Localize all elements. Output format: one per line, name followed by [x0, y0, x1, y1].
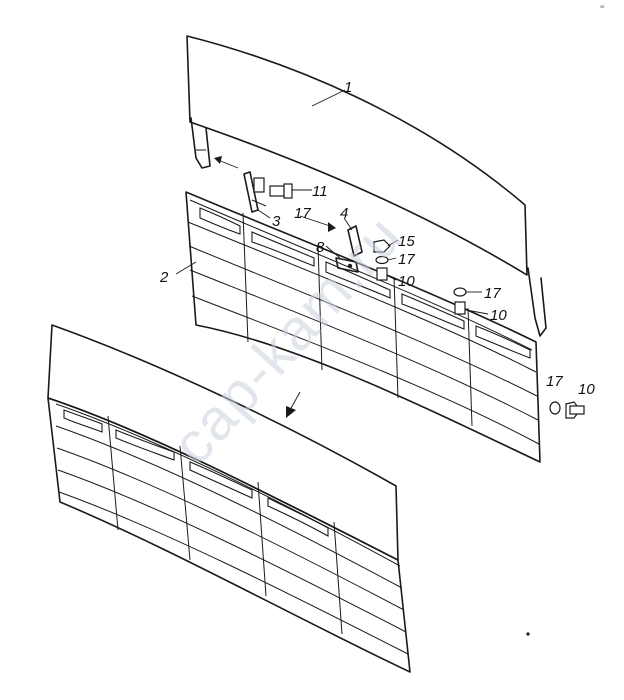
callout-4: 4 [340, 205, 348, 222]
bolt-part-11 [269, 183, 293, 199]
callout-3: 3 [272, 213, 281, 230]
callout-17-far-right: 17 [546, 373, 563, 390]
leader-lines [175, 89, 489, 315]
callout-11: 11 [312, 183, 328, 200]
callout-1: 1 [344, 79, 352, 96]
clip-part-4 [347, 225, 363, 257]
watermark: cap-kam.ru [159, 203, 415, 477]
callout-2: 2 [159, 269, 169, 286]
callout-10-far-right: 10 [578, 381, 595, 398]
washer-bolt-set-far-right [549, 401, 585, 419]
corner-mark: ꟹ [600, 5, 605, 12]
washer-bolt-set-right [453, 287, 467, 315]
nut-part-15 [373, 239, 391, 253]
plate-part-8 [335, 257, 359, 273]
assembly-arrows [214, 156, 336, 418]
top-panel-part-1 [186, 35, 547, 337]
bracket-part-3 [243, 171, 267, 213]
callout-8: 8 [316, 239, 325, 256]
washer-bolt-set-center [375, 255, 389, 281]
callout-17-upper: 17 [294, 205, 311, 222]
callout-17-right: 17 [484, 285, 501, 302]
ink-dot [526, 632, 530, 636]
assembled-grille [47, 324, 411, 673]
callout-10-center: 10 [398, 273, 415, 290]
callout-15: 15 [398, 233, 415, 250]
callout-10-right: 10 [490, 307, 507, 324]
callout-17-center: 17 [398, 251, 415, 268]
upper-grille-part-2 [185, 191, 541, 463]
callout-labels: 1 2 3 4 8 11 17 15 17 10 17 10 17 10 [159, 79, 595, 398]
